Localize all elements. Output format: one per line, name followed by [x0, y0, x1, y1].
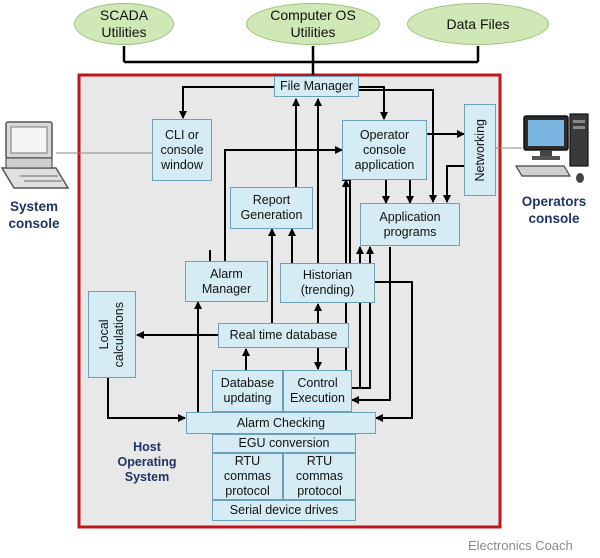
operator-console-application-box: Operator console application [342, 120, 427, 180]
arrow-alarm-operator [224, 146, 343, 262]
local-calculations-box: Local calculations [88, 291, 136, 378]
oval-data-files: Data Files [407, 3, 549, 45]
operators-console-computer-icon [514, 113, 589, 183]
rtu-protocol-box-1: RTU commas protocol [212, 453, 283, 500]
arrow-networking-app [443, 165, 464, 203]
historian-box: Historian (trending) [280, 263, 375, 303]
networking-box: Networking [464, 104, 496, 196]
alarm-checking-box: Alarm Checking [186, 412, 376, 434]
arrow-historian-right [375, 281, 413, 422]
arrow-fm-operator [352, 83, 388, 120]
oval-computer-os-utilities: Computer OS Utilities [246, 3, 380, 45]
rtu-protocol-box-2: RTU commas protocol [283, 453, 356, 500]
oval-scada-utilities: SCADA Utilities [74, 3, 174, 45]
alarm-manager-box: Alarm Manager [185, 261, 268, 302]
system-console-computer-icon [0, 121, 70, 189]
top-bus [122, 46, 480, 75]
arrow-fm-right [359, 89, 437, 203]
networking-label: Networking [472, 118, 487, 182]
report-generation-box: Report Generation [230, 187, 313, 229]
arrow-app-down [351, 247, 391, 404]
operators-console-label: Operators console [521, 194, 587, 226]
cli-console-window-box: CLI or console window [152, 119, 212, 181]
egu-conversion-box: EGU conversion [212, 434, 356, 453]
file-manager-box: File Manager [274, 76, 359, 97]
watermark-text: Electronics Coach [468, 538, 573, 553]
serial-device-drives-box: Serial device drives [212, 500, 356, 521]
application-programs-box: Application programs [360, 203, 460, 246]
real-time-database-box: Real time database [218, 323, 349, 348]
control-execution-box: Control Execution [283, 370, 352, 412]
arrow-local-alarmcheck [107, 378, 186, 422]
arrow-fm-cli [179, 83, 281, 119]
host-os-label: Host Operating System [117, 440, 177, 484]
database-updating-box: Database updating [212, 370, 283, 412]
system-console-label: System console [8, 199, 60, 231]
local-calculations-label: Local calculations [97, 301, 126, 368]
